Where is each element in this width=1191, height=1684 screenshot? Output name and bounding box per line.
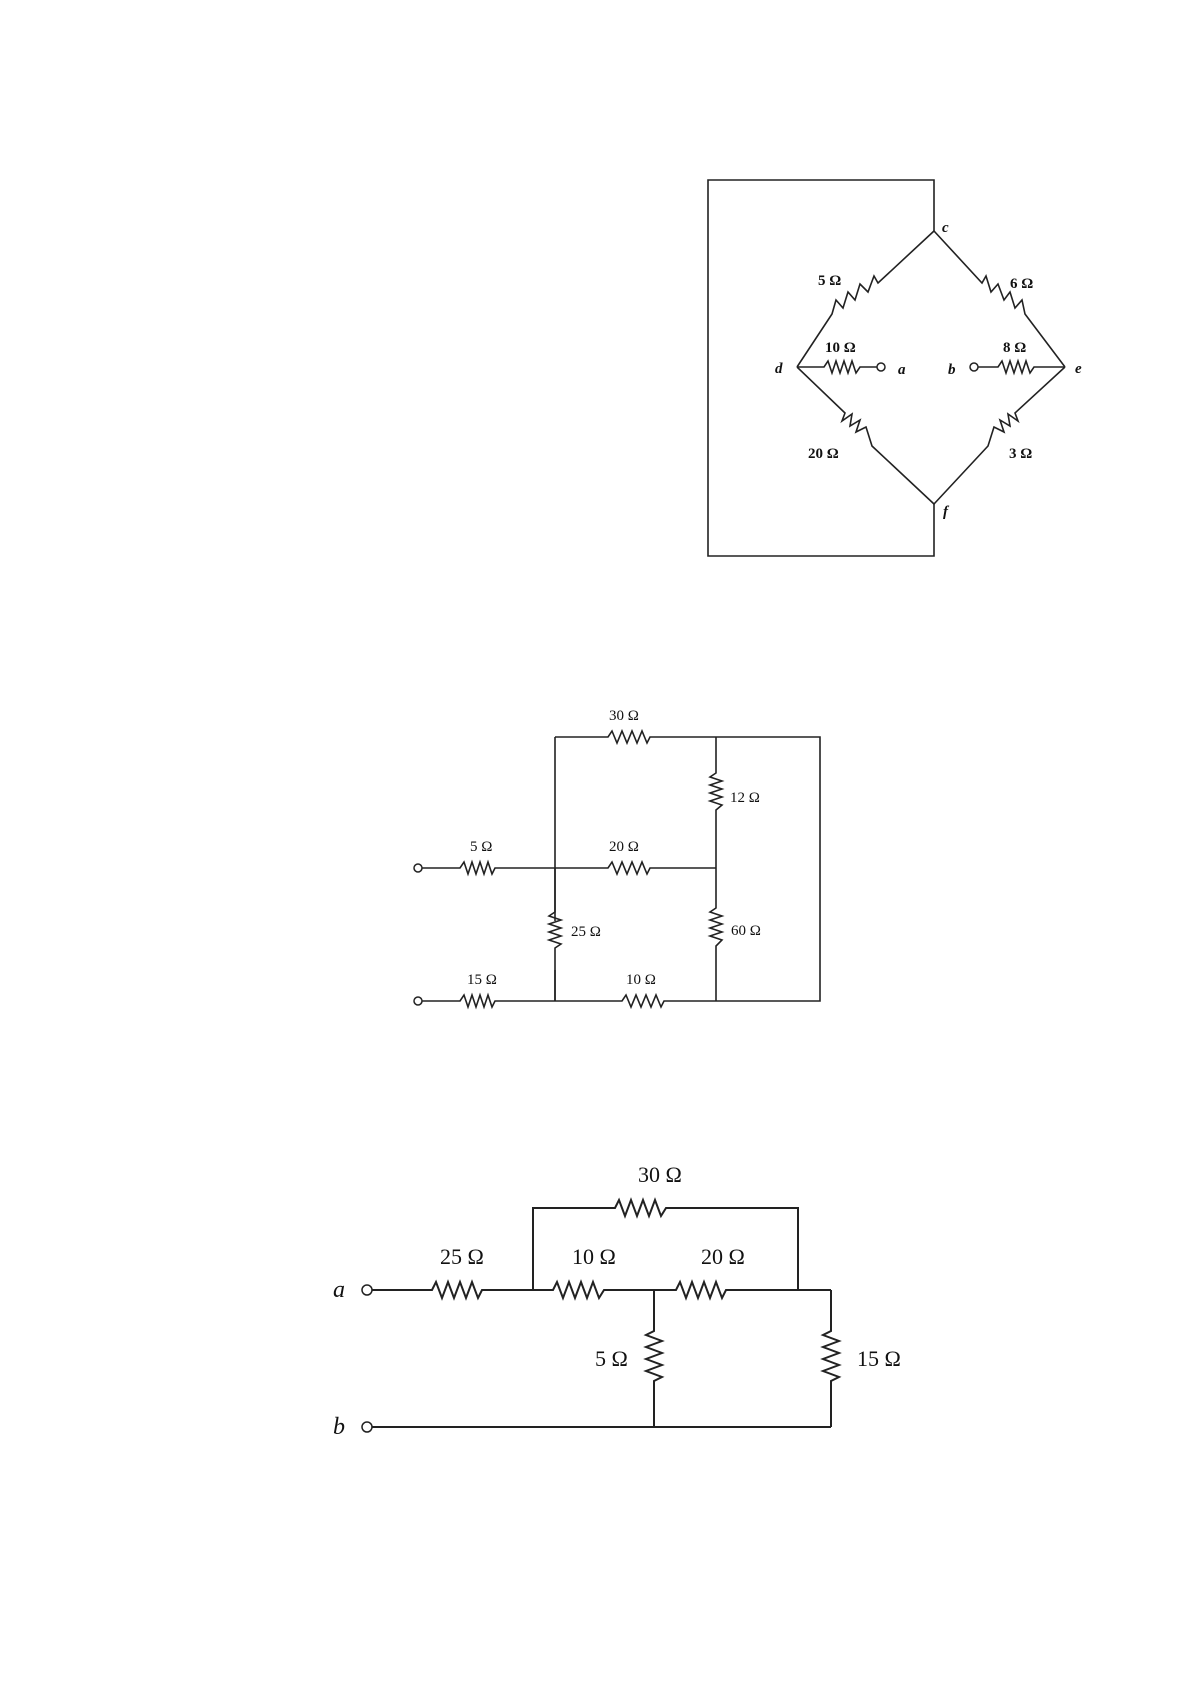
node-f: f (943, 504, 950, 520)
label-20-ohm: 20 Ω (808, 446, 839, 462)
resistor-15-ohm (422, 995, 555, 1007)
resistor-10-ohm-bottom (555, 995, 716, 1007)
label-15-ohm: 15 Ω (467, 972, 497, 988)
node-b: b (948, 362, 956, 378)
resistor-60-ohm (710, 868, 722, 1001)
resistor-20-ohm (797, 367, 934, 504)
resistor-20-ohm-middle (555, 862, 716, 874)
resistor-5-ohm (797, 231, 934, 367)
node-a: a (898, 362, 906, 378)
terminal-b (362, 1422, 372, 1432)
terminal-bottom (414, 997, 422, 1005)
resistor-30-ohm (555, 731, 716, 743)
resistor-5-ohm (646, 1290, 662, 1427)
resistor-25-ohm (549, 868, 561, 1001)
label-12-ohm: 12 Ω (730, 790, 760, 806)
resistor-5-ohm-input (422, 862, 555, 874)
label-20-ohm: 20 Ω (609, 839, 639, 855)
terminal-a (362, 1285, 372, 1295)
label-10-ohm: 10 Ω (626, 972, 656, 988)
label-10-ohm: 10 Ω (572, 1244, 616, 1269)
resistor-25-ohm (372, 1282, 533, 1298)
label-5-ohm: 5 Ω (818, 273, 841, 289)
label-30-ohm: 30 Ω (609, 708, 639, 724)
label-terminal-a: a (333, 1277, 345, 1303)
node-c: c (942, 220, 949, 236)
label-5-ohm: 5 Ω (470, 839, 492, 855)
bridge-circuit: 5 Ω 6 Ω 10 Ω 8 Ω 20 Ω 3 Ω c d e f a b (708, 180, 1082, 556)
terminal-a (877, 363, 885, 371)
node-e: e (1075, 361, 1082, 377)
label-15-ohm: 15 Ω (857, 1346, 901, 1371)
label-10-ohm: 10 Ω (825, 340, 856, 356)
label-8-ohm: 8 Ω (1003, 340, 1026, 356)
resistor-6-ohm (934, 231, 1065, 367)
resistor-12-ohm (710, 737, 722, 868)
right-outer-wire (716, 737, 820, 1001)
label-60-ohm: 60 Ω (731, 923, 761, 939)
label-terminal-b: b (333, 1414, 345, 1440)
resistor-10-ohm (797, 361, 877, 373)
resistor-10-ohm (533, 1282, 654, 1298)
terminal-b (970, 363, 978, 371)
resistor-20-ohm (654, 1282, 831, 1298)
label-25-ohm: 25 Ω (571, 924, 601, 940)
label-5-ohm: 5 Ω (595, 1346, 628, 1371)
resistor-8-ohm (978, 361, 1065, 373)
resistor-3-ohm (934, 367, 1065, 504)
resistor-15-ohm (823, 1290, 839, 1427)
label-30-ohm: 30 Ω (638, 1162, 682, 1187)
ab-network-circuit: 30 Ω 25 Ω 10 Ω 20 Ω 5 Ω 15 Ω a b (333, 1162, 901, 1440)
label-6-ohm: 6 Ω (1010, 276, 1033, 292)
node-d: d (775, 361, 783, 377)
terminal-top (414, 864, 422, 872)
ladder-circuit: 30 Ω 12 Ω 5 Ω 20 Ω 25 Ω 60 Ω 15 Ω 10 Ω (414, 708, 820, 1007)
label-25-ohm: 25 Ω (440, 1244, 484, 1269)
label-20-ohm: 20 Ω (701, 1244, 745, 1269)
label-3-ohm: 3 Ω (1009, 446, 1032, 462)
